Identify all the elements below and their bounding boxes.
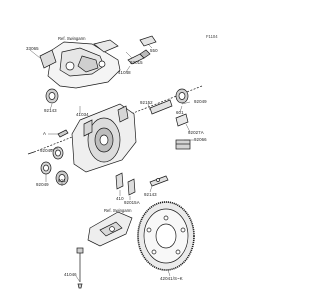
spring-pin	[57, 129, 69, 138]
label-41034: 41034	[76, 112, 89, 117]
label-92015: 92015	[130, 60, 143, 65]
label-92152: 92152	[140, 100, 153, 105]
collar-spacer	[149, 99, 173, 115]
drawing-code: F1104	[206, 34, 218, 39]
label-41046: 41046	[64, 272, 77, 277]
leader-lines	[29, 43, 194, 283]
sprocket-bolts	[115, 172, 136, 196]
sprocket-nuts	[149, 175, 169, 187]
axle-cap	[139, 35, 157, 47]
rear-hub-exploded-view	[27, 35, 203, 289]
bearing-right	[175, 88, 189, 104]
exploded-parts-diagram: Ref. Swingarm Ref. Swingarm F1104 33065 …	[26, 34, 218, 289]
label-601-left: 601	[58, 178, 66, 183]
label-92066: 92066	[194, 137, 207, 142]
seal-left-upper	[52, 146, 64, 160]
label-92143-low: 92143	[144, 192, 157, 197]
label-92049-right: 92049	[194, 99, 207, 104]
ref-swingarm-top: Ref. Swingarm	[58, 36, 86, 41]
seal-right	[175, 113, 189, 127]
label-550: 550	[150, 48, 158, 53]
wheel-hub	[71, 103, 137, 173]
label-92049-left-low: 92049	[36, 182, 49, 187]
adjuster-bolt	[76, 247, 84, 289]
axle-leader	[27, 151, 35, 155]
label-33065: 33065	[26, 46, 39, 51]
label-92015a: 92015A	[124, 200, 140, 205]
label-92049-left-mid: 92049	[40, 148, 53, 153]
label-41048: 41048	[118, 70, 131, 75]
dust-seal-92066	[175, 139, 191, 150]
label-a: A	[43, 131, 47, 136]
chain-adjuster	[87, 211, 133, 247]
label-92027a: 92027A	[188, 130, 204, 135]
label-42041: 42041/S~K	[160, 276, 183, 281]
label-601-right: 601	[176, 110, 184, 115]
seal-left-lower	[40, 161, 52, 175]
rear-sprocket	[137, 201, 195, 271]
ref-swingarm-bottom: Ref. Swingarm	[104, 208, 132, 213]
label-410: 410	[116, 196, 124, 201]
bearing-left	[45, 88, 59, 104]
brake-caliper-bracket	[39, 39, 121, 89]
label-92143-left: 92143	[44, 108, 57, 113]
caliper-bolt	[127, 49, 151, 65]
bearing-left-lower	[55, 170, 69, 186]
